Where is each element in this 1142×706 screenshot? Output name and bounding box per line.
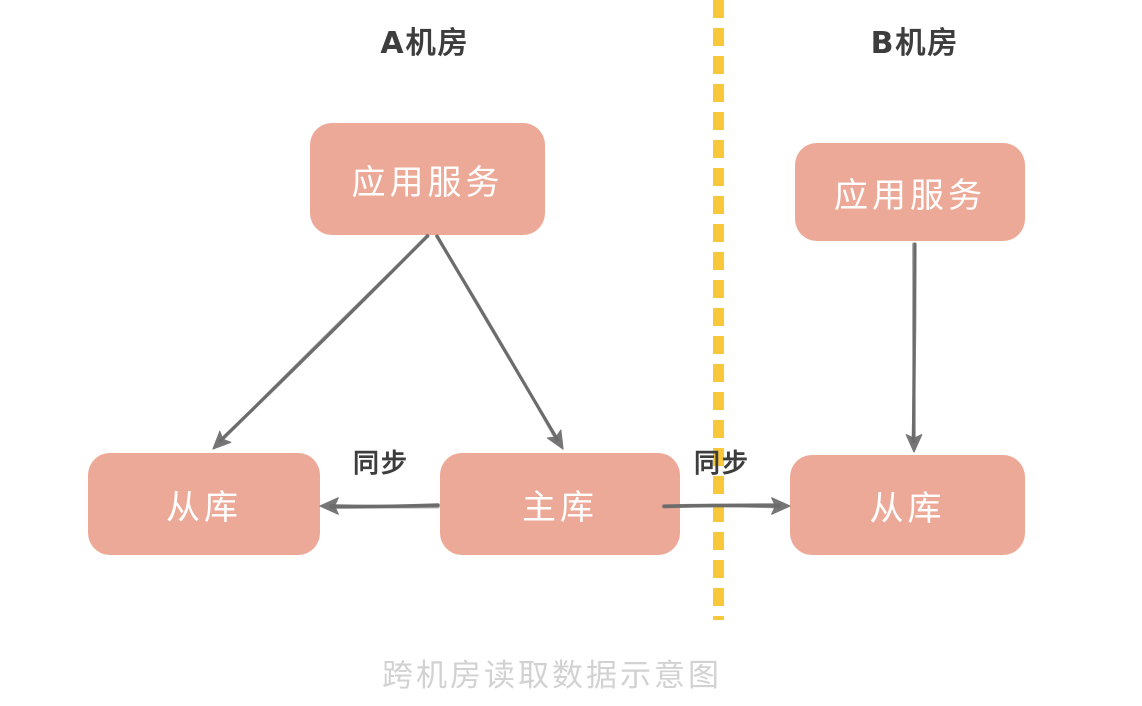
node-label: 从库 (869, 488, 946, 529)
diagram-caption: 跨机房读取数据示意图 (382, 658, 722, 694)
node-label: 应用服务 (351, 162, 504, 203)
node-label: 主库 (522, 487, 598, 528)
zone-title-b: B机房 (870, 26, 960, 61)
zone-title-a: A机房 (380, 26, 470, 61)
node-slave-db-a[interactable]: 从库 (88, 453, 320, 555)
node-master-db-a[interactable]: 主库 (440, 453, 680, 555)
node-app-service-b[interactable]: 应用服务 (795, 143, 1025, 241)
node-app-service-a[interactable]: 应用服务 (310, 123, 545, 235)
node-label: 从库 (166, 487, 242, 528)
edge-label-sync-cross-datacenter: 同步 (693, 449, 751, 479)
edge-label-sync-internal: 同步 (352, 449, 410, 479)
datacenter-divider (713, 0, 724, 620)
node-label: 应用服务 (834, 175, 986, 216)
node-slave-db-b[interactable]: 从库 (790, 455, 1025, 555)
